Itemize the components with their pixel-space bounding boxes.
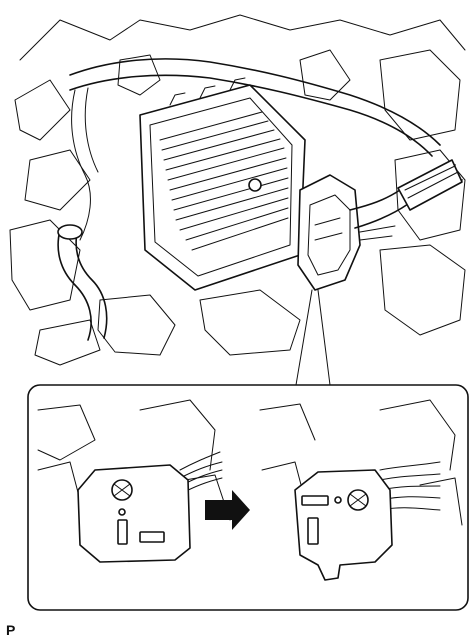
detail-inset: [27, 384, 469, 611]
connector-after: [259, 399, 463, 581]
connector-before: [37, 399, 231, 563]
right-arrow-icon: [205, 490, 250, 530]
engine-bay-scene: [9, 14, 466, 386]
figure-id-label: P: [6, 622, 16, 638]
ecu-ribs: [159, 111, 289, 251]
